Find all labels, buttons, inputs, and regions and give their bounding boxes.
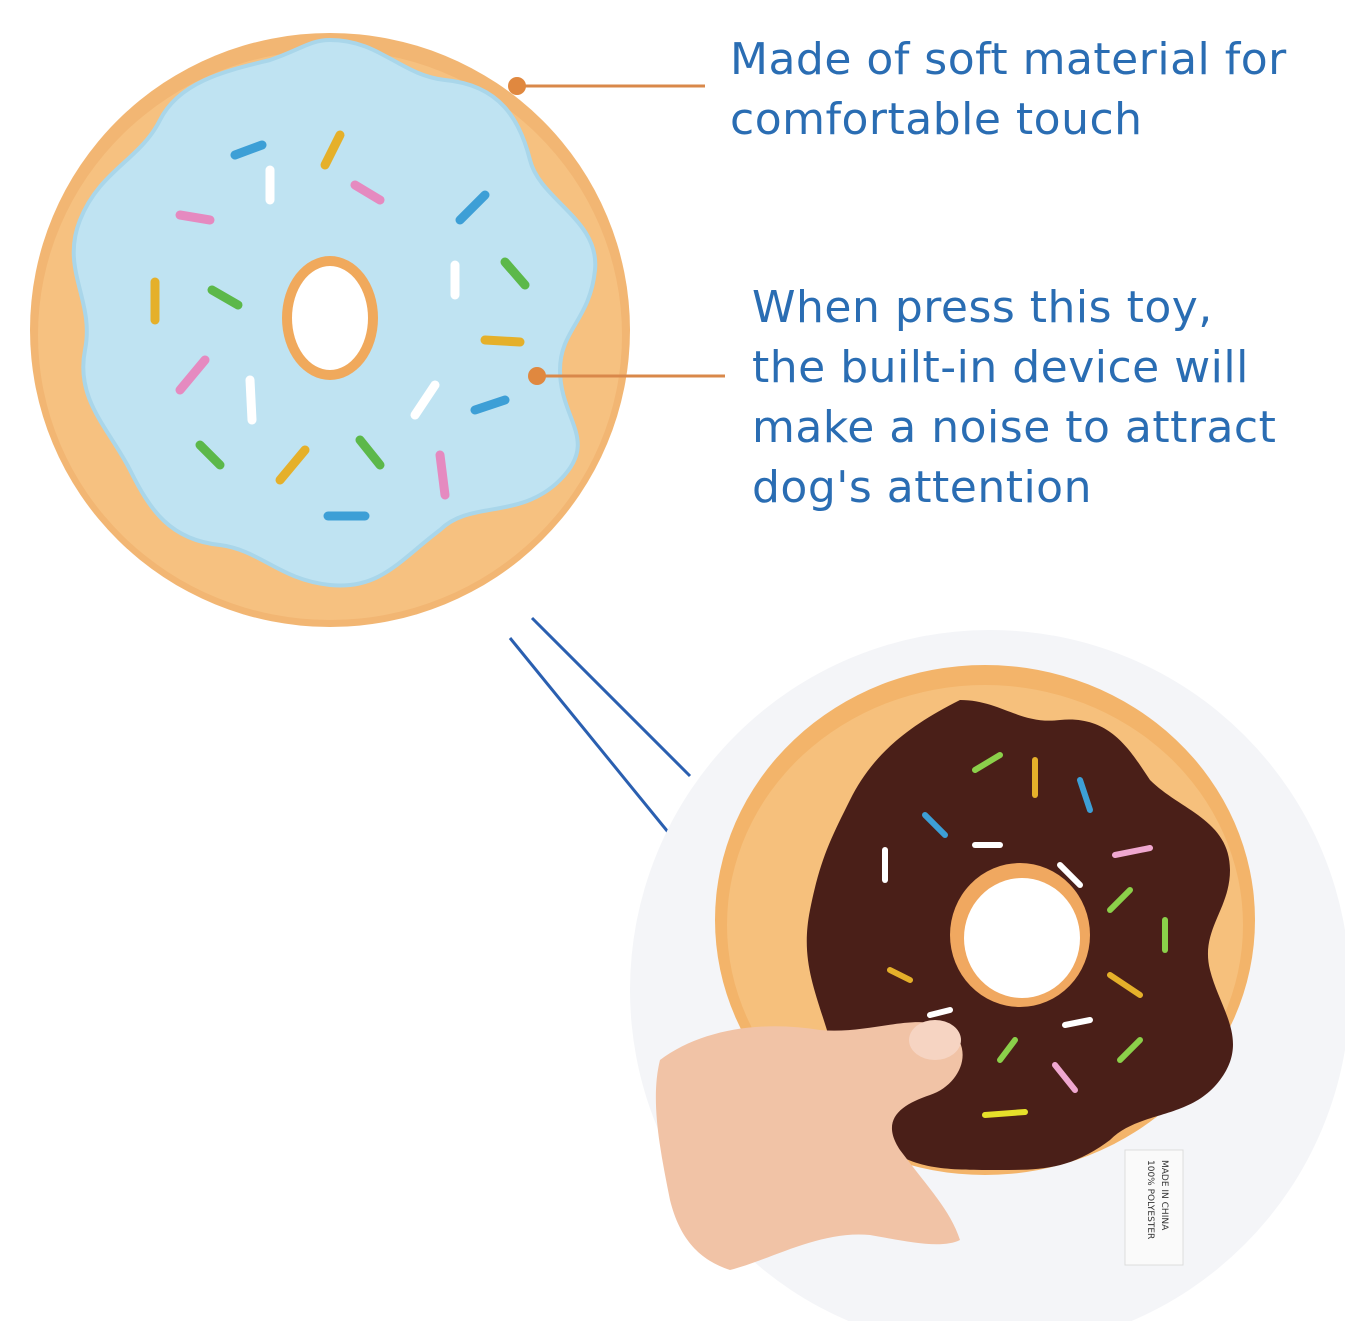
tag-line-2: MADE IN CHINA [1159, 1160, 1169, 1231]
hand [655, 1022, 963, 1270]
blue-donut-photo [30, 33, 630, 627]
connector-lines [508, 616, 692, 833]
care-tag: 100% POLYESTER MADE IN CHINA [1124, 1149, 1184, 1266]
callout-squeaker [528, 367, 725, 385]
caption-squeaker: When press this toy, the built-in device… [752, 282, 1277, 513]
chocolate-donut-photo: 100% POLYESTER MADE IN CHINA [630, 630, 1345, 1321]
callout-soft-material [508, 77, 705, 95]
caption-soft-material: Made of soft material for comfortable to… [730, 34, 1287, 145]
sprinkles [150, 130, 530, 521]
tag-line-1: 100% POLYESTER [1145, 1160, 1155, 1239]
sprinkles [882, 752, 1168, 1118]
